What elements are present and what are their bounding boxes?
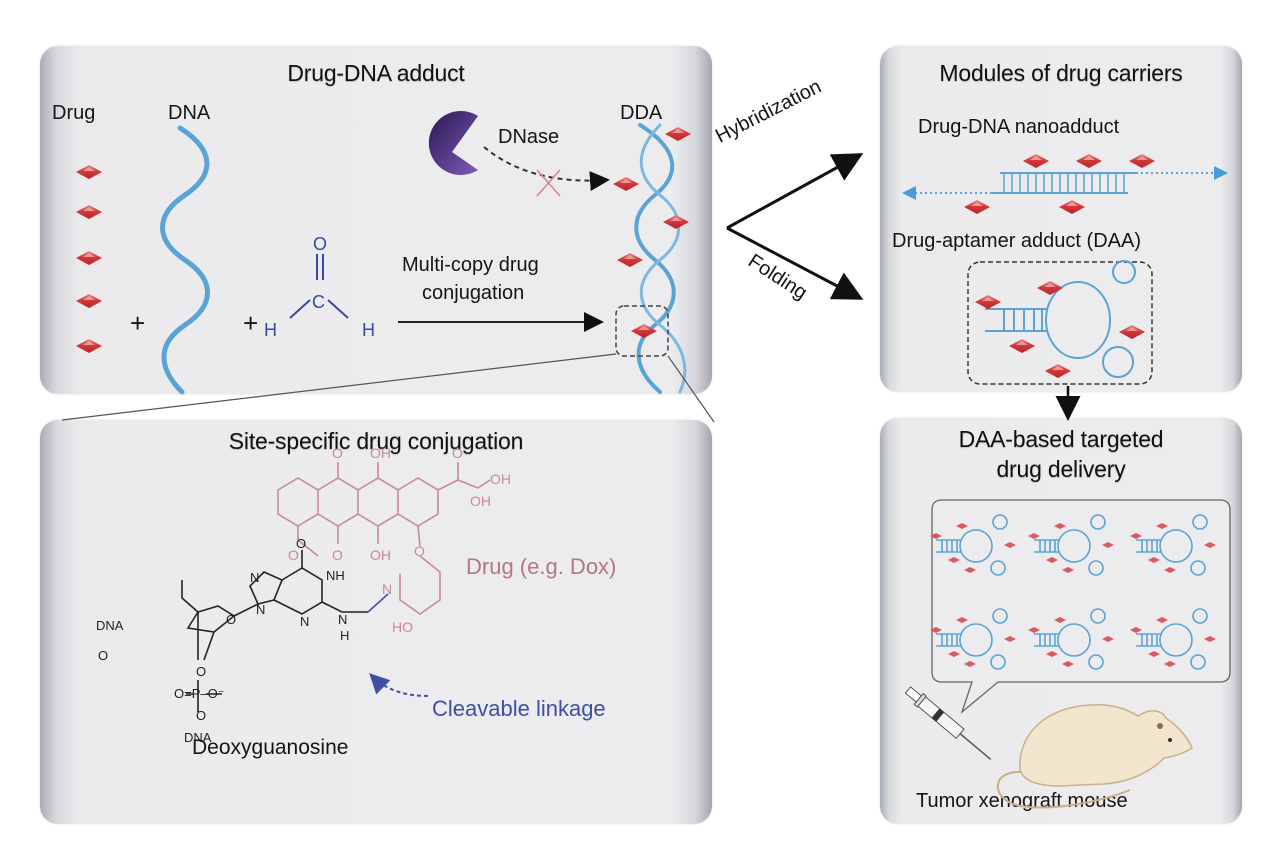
label-drug-dox: Drug (e.g. Dox) bbox=[466, 554, 617, 579]
svg-text:N: N bbox=[338, 612, 347, 627]
dna-strand bbox=[160, 125, 210, 395]
panel-drug-dna-adduct: Drug-DNA adduct Drug DNA DDA DNase + + M… bbox=[40, 46, 712, 394]
svg-text:O: O bbox=[452, 445, 463, 461]
svg-text:H: H bbox=[340, 628, 349, 643]
deoxyguanosine-structure bbox=[181, 550, 389, 712]
doxorubicin-structure bbox=[277, 462, 491, 615]
svg-text:NH: NH bbox=[326, 568, 345, 583]
panel-drug-carriers: Modules of drug carriers Drug-DNA nanoad… bbox=[880, 46, 1242, 392]
blocked-x-icon bbox=[536, 169, 561, 197]
daa-graphic bbox=[967, 260, 1153, 385]
svg-text:N: N bbox=[382, 581, 392, 597]
svg-text:O: O bbox=[296, 536, 306, 551]
process-label-line2: conjugation bbox=[422, 282, 525, 304]
speech-bubble bbox=[931, 499, 1231, 714]
svg-text:O: O bbox=[98, 648, 108, 663]
svg-text:N: N bbox=[300, 614, 309, 629]
panel-site-specific-conjugation: Site-specific drug conjugation Drug (e.g… bbox=[40, 420, 712, 824]
drug-column bbox=[76, 165, 102, 353]
label-mouse: Tumor xenograft mouse bbox=[916, 790, 1128, 812]
formaldehyde-h-left: H bbox=[264, 320, 277, 340]
mouse-icon bbox=[996, 704, 1193, 809]
zoom-box bbox=[615, 305, 669, 357]
svg-text:N: N bbox=[256, 602, 265, 617]
linkage-arrow bbox=[369, 673, 429, 697]
dda-helix bbox=[634, 123, 687, 394]
formaldehyde-bonds bbox=[289, 254, 349, 319]
plus-sign-2: + bbox=[243, 308, 259, 338]
svg-text:O: O bbox=[196, 708, 206, 723]
syringe-icon bbox=[904, 686, 992, 760]
formaldehyde-c: C bbox=[312, 292, 325, 312]
drug-molecule bbox=[76, 165, 102, 179]
panel-title-line1: DAA-based targeted bbox=[958, 426, 1164, 452]
svg-text:OH: OH bbox=[370, 547, 391, 563]
dna-label-top: DNA bbox=[96, 618, 124, 633]
label-dnase: DNase bbox=[498, 126, 560, 148]
svg-text:O: O bbox=[226, 612, 236, 627]
panel-title: Site-specific drug conjugation bbox=[228, 428, 524, 454]
panel-title: Drug-DNA adduct bbox=[287, 60, 465, 86]
svg-text:OH: OH bbox=[370, 445, 391, 461]
plus-sign-1: + bbox=[130, 308, 146, 338]
process-label-line1: Multi-copy drug bbox=[402, 254, 539, 276]
drug-molecule bbox=[76, 339, 102, 353]
svg-text:HO: HO bbox=[392, 619, 413, 635]
panel-title-line2: drug delivery bbox=[996, 456, 1126, 482]
folding-arrow bbox=[726, 226, 864, 300]
label-dna: DNA bbox=[168, 102, 211, 124]
svg-text:O: O bbox=[414, 543, 425, 559]
svg-text:O: O bbox=[196, 664, 206, 679]
label-drug: Drug bbox=[52, 102, 96, 124]
svg-text:OH: OH bbox=[470, 493, 491, 509]
dna-label-bottom: DNA bbox=[184, 730, 212, 745]
svg-text:O: O bbox=[332, 547, 343, 563]
zoom-line-right bbox=[667, 355, 715, 423]
formaldehyde-h-right: H bbox=[362, 320, 375, 340]
drug-molecule bbox=[76, 251, 102, 265]
svg-text:O=P–O⁻: O=P–O⁻ bbox=[174, 686, 225, 701]
panel-title: Modules of drug carriers bbox=[939, 60, 1183, 86]
formaldehyde-o: O bbox=[313, 234, 328, 254]
label-cleavable-linkage: Cleavable linkage bbox=[432, 696, 606, 721]
nanoadduct-graphic bbox=[902, 154, 1228, 214]
label-aptamer-adduct: Drug-aptamer adduct (DAA) bbox=[892, 230, 1141, 252]
guanosine-atom-labels: DNA O O N NH N N O N H O O=P–O⁻ O DNA bbox=[96, 536, 349, 745]
dnase-blocked-path bbox=[483, 146, 610, 192]
hybridization-arrow bbox=[726, 153, 864, 230]
label-nanoadduct: Drug-DNA nanoadduct bbox=[918, 116, 1120, 138]
label-deoxyguanosine: Deoxyguanosine bbox=[192, 736, 349, 759]
dnase-icon bbox=[428, 111, 478, 175]
svg-text:OH: OH bbox=[490, 471, 511, 487]
drug-molecule bbox=[76, 205, 102, 219]
svg-text:O: O bbox=[288, 547, 299, 563]
svg-text:N: N bbox=[250, 570, 259, 585]
svg-text:O: O bbox=[332, 445, 343, 461]
zoom-line-left bbox=[61, 353, 617, 421]
drug-molecule bbox=[76, 294, 102, 308]
label-dda: DDA bbox=[620, 102, 663, 124]
